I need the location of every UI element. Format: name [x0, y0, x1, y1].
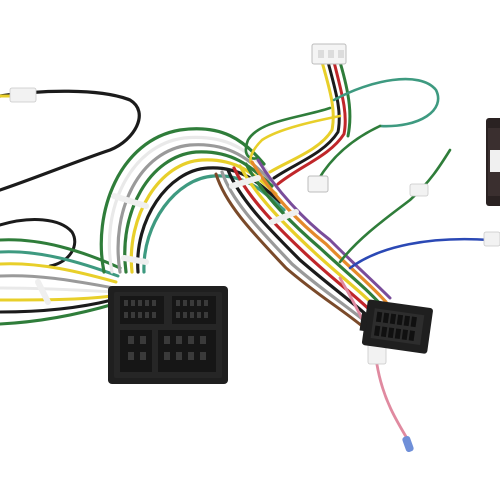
- blue-wire: [348, 231, 500, 270]
- black-wire-top-left: [0, 87, 141, 192]
- middle-small-plug: [307, 124, 382, 193]
- center-wire-bundle: [214, 158, 392, 328]
- left-wire-bundle: [0, 238, 122, 326]
- wire-label-tag-right: [409, 183, 429, 197]
- interface-box: [486, 118, 500, 206]
- quadlock-connector: [108, 286, 228, 384]
- upper-wire-bundle: [99, 127, 286, 274]
- top-connector-wires: [244, 43, 440, 186]
- radio-16pin-connector: [359, 299, 433, 354]
- green-wire-right: [338, 148, 452, 264]
- wire-label-tag-left: [9, 87, 37, 103]
